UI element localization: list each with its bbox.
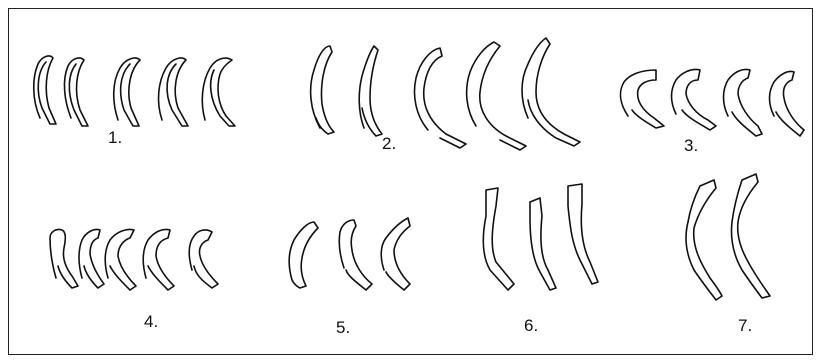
group-2: 2. [309, 37, 581, 153]
group-7: 7. [685, 173, 771, 335]
group-6-label: 6. [524, 316, 538, 335]
group-3-shape-1 [619, 69, 665, 129]
group-4: 4. [49, 228, 219, 331]
group-3-shape-3 [722, 68, 763, 137]
figure-frame [8, 8, 813, 355]
group-1-label: 1. [108, 128, 122, 147]
group-7-shape-2 [730, 173, 771, 299]
group-5: 5. [288, 217, 411, 337]
group-2-shape-1 [309, 45, 335, 135]
group-1-shape-5 [201, 57, 236, 127]
group-3-label: 3. [684, 136, 698, 155]
group-4-shape-5 [188, 229, 219, 289]
group-4-shape-4 [142, 228, 175, 291]
group-2-shape-2 [358, 45, 383, 137]
group-6: 6. [482, 183, 599, 335]
group-4-shape-3 [104, 228, 137, 291]
group-5-shape-2 [338, 219, 373, 291]
group-1-shape-1 [32, 55, 57, 125]
group-2-shape-5 [521, 37, 581, 147]
group-4-shape-2 [78, 228, 105, 289]
group-7-label: 7. [738, 316, 752, 335]
group-4-shape-1 [49, 228, 79, 289]
group-6-shape-2 [529, 197, 557, 291]
group-1-shape-2 [63, 57, 89, 127]
group-5-label: 5. [336, 318, 350, 337]
group-1-shape-4 [157, 57, 189, 127]
group-6-shape-3 [567, 183, 599, 285]
group-5-shape-1 [288, 221, 319, 289]
group-3: 3. [619, 68, 805, 155]
group-2-shape-4 [465, 41, 527, 151]
group-7-shape-1 [685, 179, 723, 301]
group-1-shape-3 [112, 57, 141, 127]
group-5-shape-3 [380, 217, 411, 291]
group-2-shape-3 [413, 47, 467, 149]
group-6-shape-1 [482, 187, 515, 291]
group-3-shape-4 [768, 70, 805, 137]
group-4-label: 4. [144, 312, 158, 331]
group-2-label: 2. [382, 134, 396, 153]
group-3-shape-2 [670, 68, 717, 131]
group-1: 1. [32, 55, 236, 147]
